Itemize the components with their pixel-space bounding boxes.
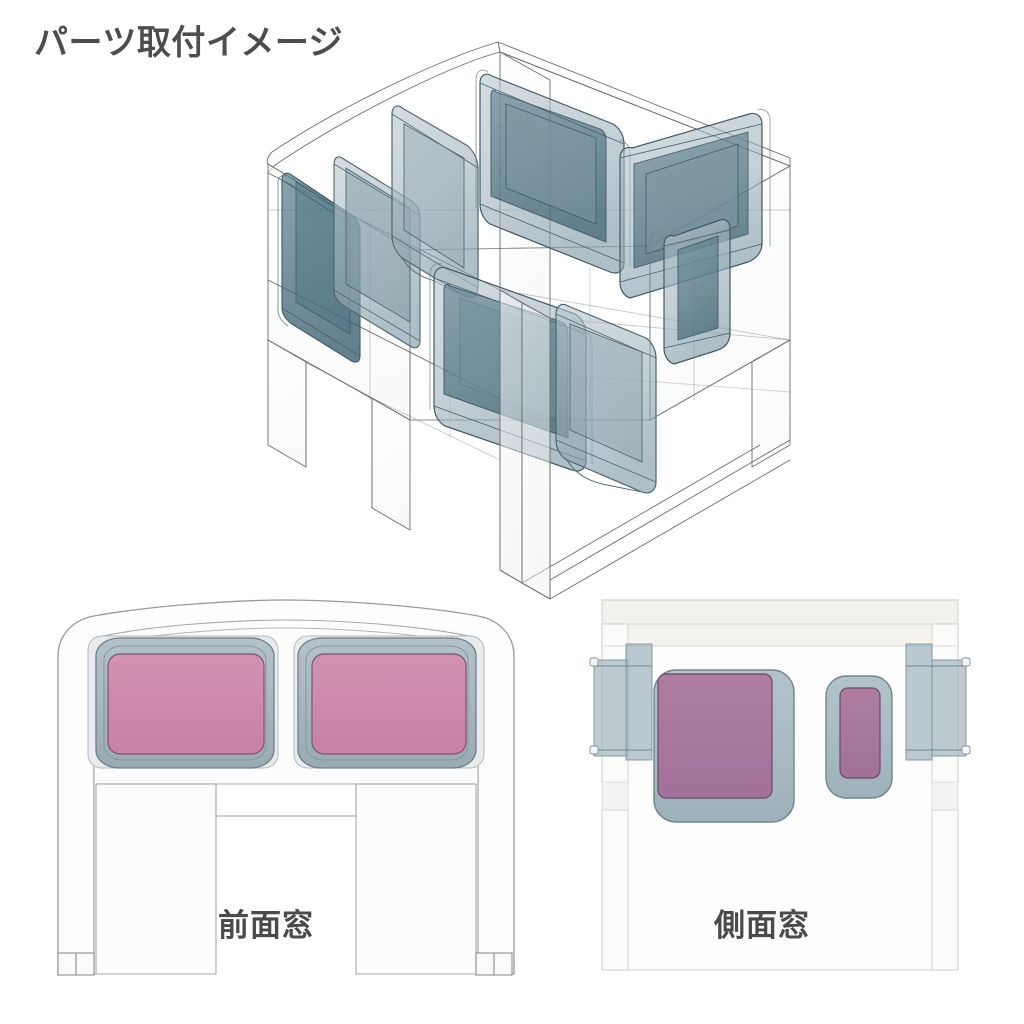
window-part-right-rear [475,69,631,274]
cab-shell-front-pillar [499,289,551,600]
side-rail-left-pin-top [589,657,599,667]
front-window-left [87,635,279,769]
side-roof-bar-inner [627,623,933,647]
front-lower-notch [96,783,476,817]
front-window-figure [50,598,520,980]
side-window-large [653,669,795,823]
side-window-figure [588,592,992,980]
side-view-svg [589,599,971,971]
side-rail-right-pin-top [961,657,971,667]
front-opening-sides [95,784,477,974]
front-right-glass [311,653,467,755]
side-window-large-glass [657,673,773,799]
front-window-right [293,635,485,769]
side-rail-left-pin-bottom [589,745,599,755]
isometric-svg [266,41,791,600]
window-part-right-small [649,218,731,365]
window-part-center-rear [391,105,479,299]
front-view-svg [57,599,515,976]
window-part-front-inner [555,303,657,494]
side-window-small [825,675,893,799]
isometric-assembly-figure [250,40,820,610]
front-left-glass [107,653,265,755]
side-rail-right-pin-bottom [961,745,971,755]
side-rail-right [905,643,971,761]
side-window-small-glass [839,687,881,779]
side-lower-bands [601,781,959,811]
side-view-caption: 側面窓 [714,908,810,943]
side-roof-bar-outer [601,599,959,625]
side-rail-left [589,643,653,761]
front-view-caption: 前面窓 [218,908,314,943]
front-legs [57,952,513,976]
page-title: パーツ取付イメージ [34,24,344,62]
